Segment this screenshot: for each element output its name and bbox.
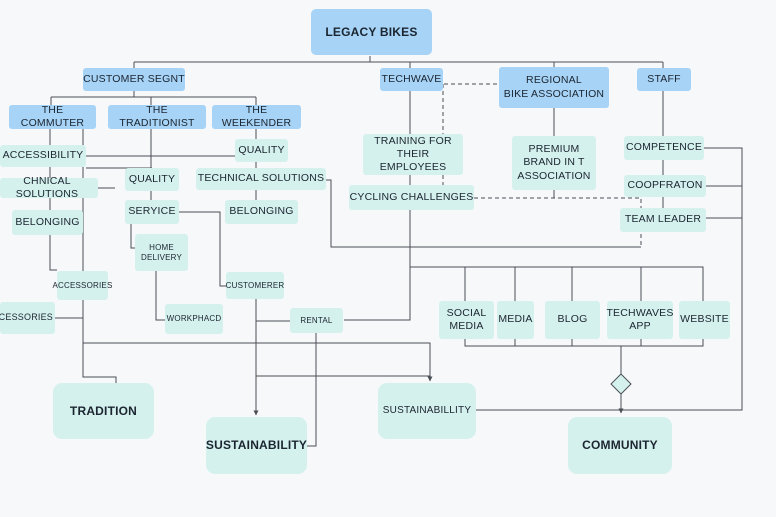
node-training: TRAINING FOR THEIR EMPLOYEES [363,134,463,175]
edge-root-bus [133,56,664,68]
node-website: WEBSITE [679,301,730,339]
node-techwave: TECHWAVE [380,68,443,91]
edge-segments-bus [50,91,257,105]
edge-techwave-children [344,91,411,321]
node-customer-segment: CUSTOMER SEGNT [83,68,185,91]
node-the-commuter: THE COMMUTER [9,104,96,129]
node-customerer: CUSTOMERER [226,272,284,299]
node-media: MEDIA [497,301,534,339]
node-sustainability: SUSTAINABILITY [206,417,307,474]
node-the-weekender: THE WEEKENDER [212,104,301,129]
edge-staff-community [476,147,743,411]
node-technical-solutions-mid: TECHNICAL SOLUTIONS [196,168,326,190]
node-workphacd: WORKPHACD [165,304,223,334]
node-the-traditionist: THE TRADITIONIST [108,104,206,129]
node-tradition: TRADITION [53,383,154,439]
node-home-delivery: HOME DELIVERY [135,234,188,271]
edge-service-customerer [178,211,226,287]
node-premium-brand: PREMIUM BRAND IN T ASSOCIATION [512,136,596,190]
node-quality-traditionist: QUALITY [125,168,179,191]
node-staff: STAFF [637,68,691,91]
node-community: COMMUNITY [568,417,672,474]
node-technical-solutions-left: CHNICAL SOLUTIONS [0,175,98,200]
node-belonging-left: BELONGING [12,210,83,235]
node-belonging-mid: BELONGING [225,200,298,224]
node-regional-bike-association: REGIONAL BIKE ASSOCIATION [499,67,609,108]
node-competence: COMPETENCE [624,136,704,160]
node-sustainabillity: SUSTAINABILLITY [378,383,476,439]
node-coopfraton: COOPFRATON [624,175,706,197]
node-blog: BLOG [545,301,600,339]
node-service: SERYICE [125,200,179,224]
node-techwaves-app: TECHWAVES APP [606,301,673,339]
edge-accessories-link [55,317,430,381]
node-accessibility: ACCESSIBILITY [0,145,86,167]
edge-channels-bottom [464,339,704,347]
edge-rental-sustain [307,333,317,447]
node-accessories-left: ACCESSORIES [0,302,55,334]
edge-channels-bus [410,266,704,301]
node-accessories-small: ACCESSORIES [53,271,112,300]
node-quality-weekender: QUALITY [235,139,288,162]
node-cycling-challenges: CYCLING CHALLENGES [349,185,474,210]
node-rental: RENTAL [290,308,343,333]
edge-commuter-children [49,129,117,383]
edge-traditionist-children [130,129,167,321]
legacy-bikes-title: LEGACY BIKES [311,9,432,55]
node-team-leader: TEAM LEADER [620,208,706,232]
node-social-media: SOCIAL MEDIA [439,301,494,339]
decision-diamond [610,373,632,395]
